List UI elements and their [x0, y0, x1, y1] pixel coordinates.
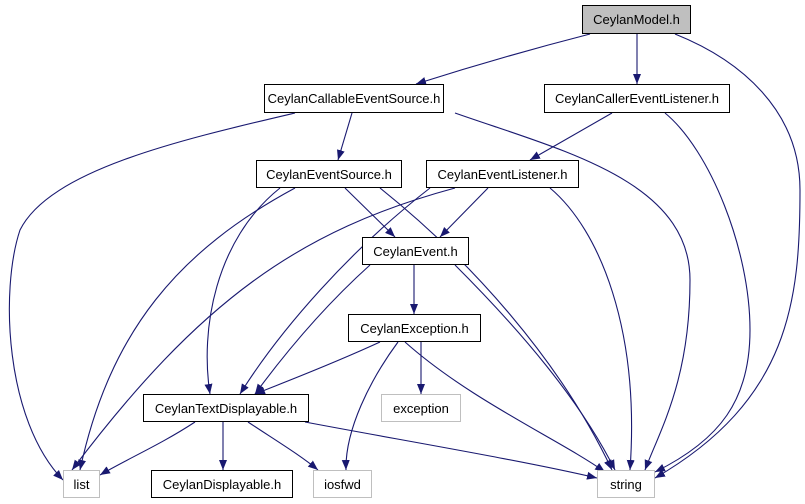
edge-cex-to-ctd: [254, 341, 381, 395]
edge-ces-to-ce: [344, 187, 396, 238]
node-ceylan-callable-event-source-h[interactable]: CeylanCallableEventSource.h: [264, 84, 444, 113]
edge-cel-to-ctd: [239, 187, 431, 395]
edge-cel-to-ce: [439, 187, 489, 238]
node-ceylan-event-listener-h[interactable]: CeylanEventListener.h: [426, 160, 579, 188]
edge-ces-to-ctd: [204, 187, 281, 395]
edge-cex-to-iosfwd: [341, 341, 399, 471]
node-ceylan-exception-h[interactable]: CeylanException.h: [348, 314, 481, 342]
node-ceylan-model-h: CeylanModel.h: [582, 5, 691, 34]
edge-ccel-to-string: [654, 112, 751, 473]
edge-cel-to-string: [549, 187, 635, 471]
edge-ce-to-string: [454, 264, 616, 471]
edge-ces-to-string: [379, 187, 613, 471]
edge-model-to-cces: [415, 33, 591, 85]
node-string: string: [597, 470, 655, 498]
edge-ce-to-ctd: [254, 264, 371, 395]
edge-ctd-to-iosfwd: [247, 421, 319, 471]
edge-ctd-to-list: [99, 421, 196, 476]
edge-cex-to-string: [404, 341, 606, 473]
node-exception: exception: [381, 394, 461, 422]
edge-ctd-to-string: [304, 421, 598, 480]
edge-ces-to-list: [78, 187, 296, 471]
edge-model-to-string: [654, 33, 801, 479]
edge-cces-to-string: [454, 112, 691, 471]
node-list: list: [63, 470, 100, 498]
node-iosfwd: iosfwd: [313, 470, 372, 498]
node-ceylan-event-source-h[interactable]: CeylanEventSource.h: [256, 160, 402, 188]
edge-cces-to-ces: [337, 112, 353, 161]
node-ceylan-text-displayable-h[interactable]: CeylanTextDisplayable.h: [143, 394, 309, 422]
node-ceylan-displayable-h[interactable]: CeylanDisplayable.h: [151, 470, 293, 498]
edge-cces-to-list: [8, 112, 296, 481]
node-ceylan-caller-event-listener-h[interactable]: CeylanCallerEventListener.h: [544, 84, 730, 113]
edge-cel-to-list: [71, 187, 456, 471]
edge-ccel-to-cel: [529, 112, 613, 161]
node-ceylan-event-h[interactable]: CeylanEvent.h: [362, 237, 469, 265]
